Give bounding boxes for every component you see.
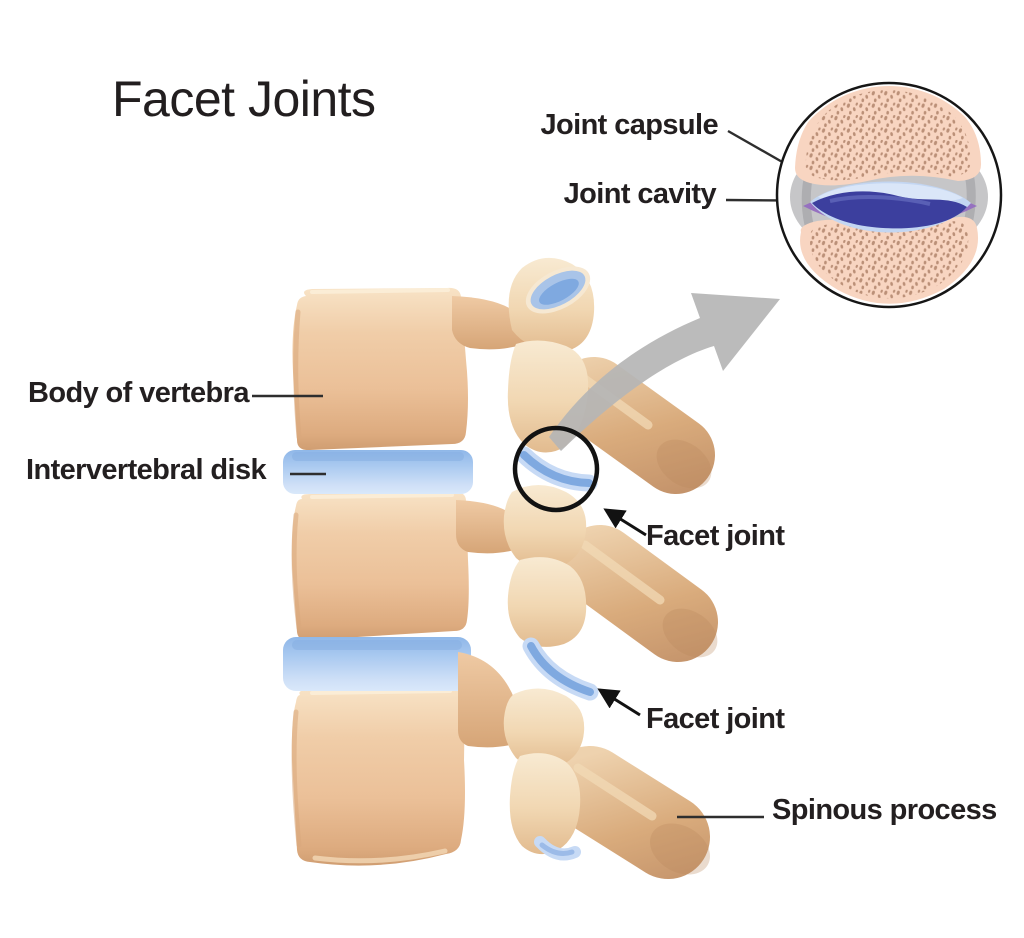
facet-joint-arrows: [597, 508, 647, 717]
vertebra-body-3: [291, 688, 465, 866]
pedicle-1: [452, 296, 528, 350]
spinous-process-3: [548, 746, 711, 879]
magnifier-arrow: [549, 293, 780, 451]
label-joint-capsule: Joint capsule: [540, 109, 718, 141]
joint-cavity-shape: [803, 181, 977, 233]
arrow-facet-joint-1: [603, 508, 647, 537]
posterior-elements: [452, 257, 718, 879]
facet-cartilage: [515, 266, 599, 861]
facet-joint-cartilage-2: [522, 637, 599, 701]
spinous-process-2: [560, 525, 718, 662]
label-spinous-process: Spinous process: [772, 794, 997, 826]
facet-joint-highlight-ring: [512, 425, 600, 513]
superior-facet-surface: [525, 266, 591, 314]
joint-inset: [775, 81, 1003, 309]
vertebra-body-1: [292, 287, 468, 451]
facet-joint-cartilage-1: [515, 446, 598, 492]
label-facet-joint-lower: Facet joint: [646, 703, 785, 735]
page-title: Facet Joints: [112, 71, 376, 127]
inferior-facet-cartilage: [534, 836, 581, 861]
intervertebral-disk-2: [283, 637, 471, 691]
vertebra-body-2: [291, 492, 469, 641]
label-joint-cavity: Joint cavity: [563, 178, 717, 210]
label-body-of-vertebra: Body of vertebra: [28, 377, 249, 409]
label-facet-joint-upper: Facet joint: [646, 520, 785, 552]
label-intervertebral-disk: Intervertebral disk: [26, 454, 267, 486]
intervertebral-disk-1: [283, 450, 473, 494]
arrow-facet-joint-2: [597, 688, 641, 717]
vertebral-column: [283, 287, 473, 866]
